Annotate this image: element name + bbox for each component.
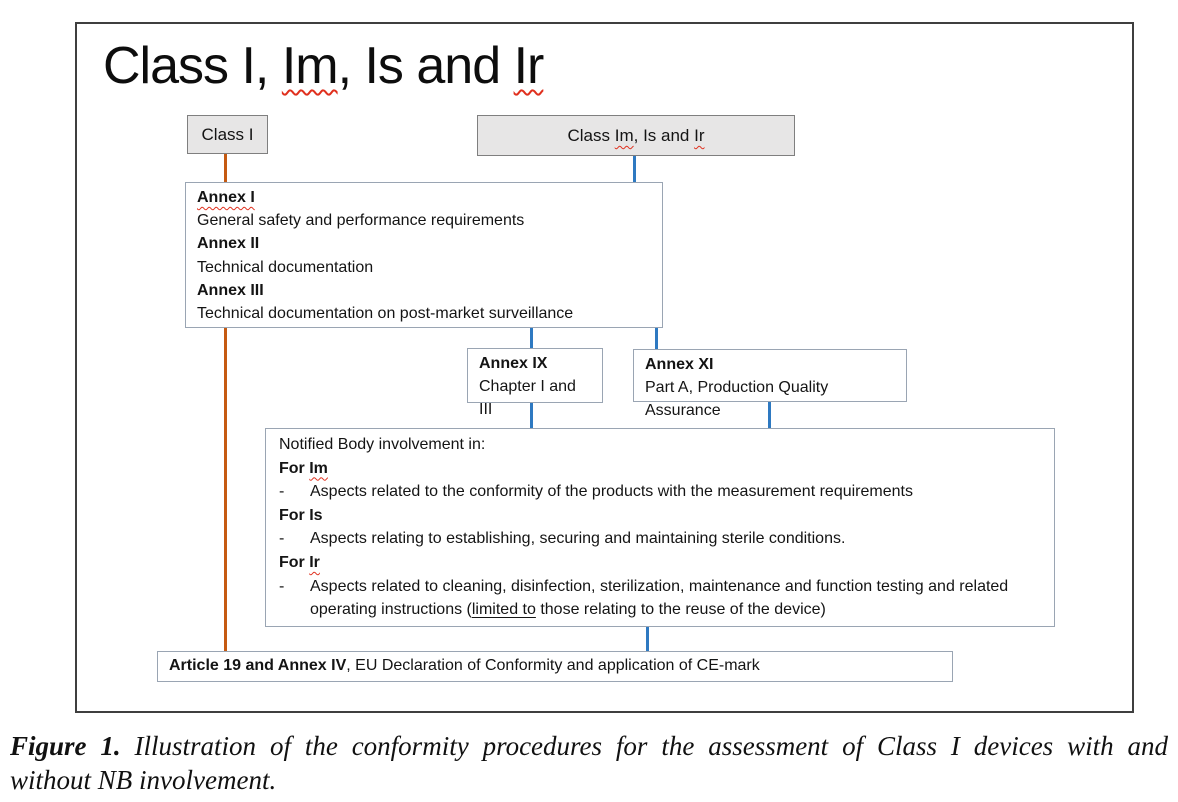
nb-for-im-squiggled: Im — [309, 459, 328, 477]
annex-xi-box: Annex XI Part A, Production Quality Assu… — [633, 349, 907, 419]
nb-bullet-im-text: Aspects related to the conformity of the… — [310, 483, 913, 501]
nb-bullet-ir-part1: Aspects related to cleaning, disinfectio… — [310, 577, 1009, 619]
caption-line2: without NB involvement. — [10, 765, 277, 795]
nb-bullet-im: - Aspects related to the conformity of t… — [279, 480, 1041, 504]
annex-xi-title: Annex XI — [645, 356, 714, 373]
annex-i-desc: General safety and performance requireme… — [197, 212, 525, 230]
nb-for-ir-label: For Ir — [279, 551, 1041, 575]
class-im-label-im-squiggled: Im — [614, 125, 634, 145]
nb-bullet-ir-part3: those relating to the reuse of the devic… — [535, 601, 826, 619]
notified-body-box: Notified Body involvement in: For Im - A… — [265, 428, 1055, 627]
annex-i-title: Annex I — [197, 186, 651, 209]
class-im-is-ir-box: Class Im, Is and Ir — [477, 115, 795, 156]
class-im-label: Class — [567, 125, 615, 145]
nb-bullet-ir-text: Aspects related to cleaning, disinfectio… — [310, 575, 1041, 622]
class-im-label-ir-squiggled: Ir — [694, 125, 705, 145]
article-bold-text: Article 19 and Annex IV — [169, 657, 347, 674]
annex-ii-desc: Technical documentation — [197, 258, 374, 276]
nb-bullet-ir: - Aspects related to cleaning, disinfect… — [279, 575, 1041, 622]
nb-for-ir-squiggled: Ir — [309, 553, 320, 571]
annex-ix-connector-bottom — [530, 403, 533, 428]
nb-for-im-label: For Im — [279, 457, 1041, 481]
title-im-squiggled: Im — [281, 37, 339, 95]
article-19-box: Article 19 and Annex IV, EU Declaration … — [157, 651, 953, 682]
bullet-dash: - — [279, 530, 285, 548]
class-i-box: Class I — [187, 115, 268, 154]
annex-ix-box: Annex IX Chapter I and III — [467, 348, 603, 418]
annex-xi-desc: Part A, Production Quality Assurance — [645, 379, 829, 420]
caption-figure-label: Figure 1. — [10, 731, 121, 761]
title-ir-squiggled: Ir — [513, 37, 545, 95]
annex-ix-desc: Chapter I and III — [479, 378, 576, 419]
nb-bullet-is: - Aspects relating to establishing, secu… — [279, 527, 1041, 551]
bullet-dash: - — [279, 483, 285, 501]
annex-iii-title: Annex III — [197, 281, 264, 299]
annex-i-iii-box: Annex I General safety and performance r… — [185, 182, 663, 328]
annex-ix-connector-top — [530, 328, 533, 348]
annex-xi-connector-top — [655, 328, 658, 349]
nb-for-ir-prefix: For — [279, 553, 310, 571]
diagram-title: Class I, Im, Is and Ir — [103, 37, 545, 95]
class-im-connector — [633, 156, 636, 182]
class-i-connector-bottom — [224, 328, 227, 651]
nb-for-is-label: For Is — [279, 506, 323, 524]
annex-ii-title: Annex II — [197, 235, 260, 253]
nb-intro: Notified Body involvement in: — [279, 436, 486, 453]
caption-line1: Figure 1. Illustration of the conformity… — [10, 729, 1168, 763]
nb-bullet-ir-underlined: limited to — [471, 601, 536, 619]
nb-for-im-prefix: For — [279, 459, 310, 477]
title-text: Class I, — [103, 37, 282, 95]
bullet-dash: - — [279, 577, 285, 595]
class-im-label: , Is and — [633, 125, 695, 145]
title-text: , Is and — [337, 37, 514, 95]
annex-xi-connector-bottom — [768, 402, 771, 428]
annex-iii-desc: Technical documentation on post-market s… — [197, 305, 574, 323]
article-rest-text: , EU Declaration of Conformity and appli… — [346, 657, 760, 674]
caption-line1-text: Illustration of the conformity procedure… — [120, 731, 1168, 761]
class-i-connector-top — [224, 154, 227, 182]
nb-bullet-is-text: Aspects relating to establishing, securi… — [310, 530, 846, 548]
annex-ix-title: Annex IX — [479, 355, 548, 372]
figure-caption: Figure 1. Illustration of the conformity… — [10, 729, 1168, 797]
article-connector — [646, 627, 649, 651]
class-i-label: Class I — [201, 124, 254, 144]
annex-i-title-text: Annex I — [197, 189, 255, 206]
